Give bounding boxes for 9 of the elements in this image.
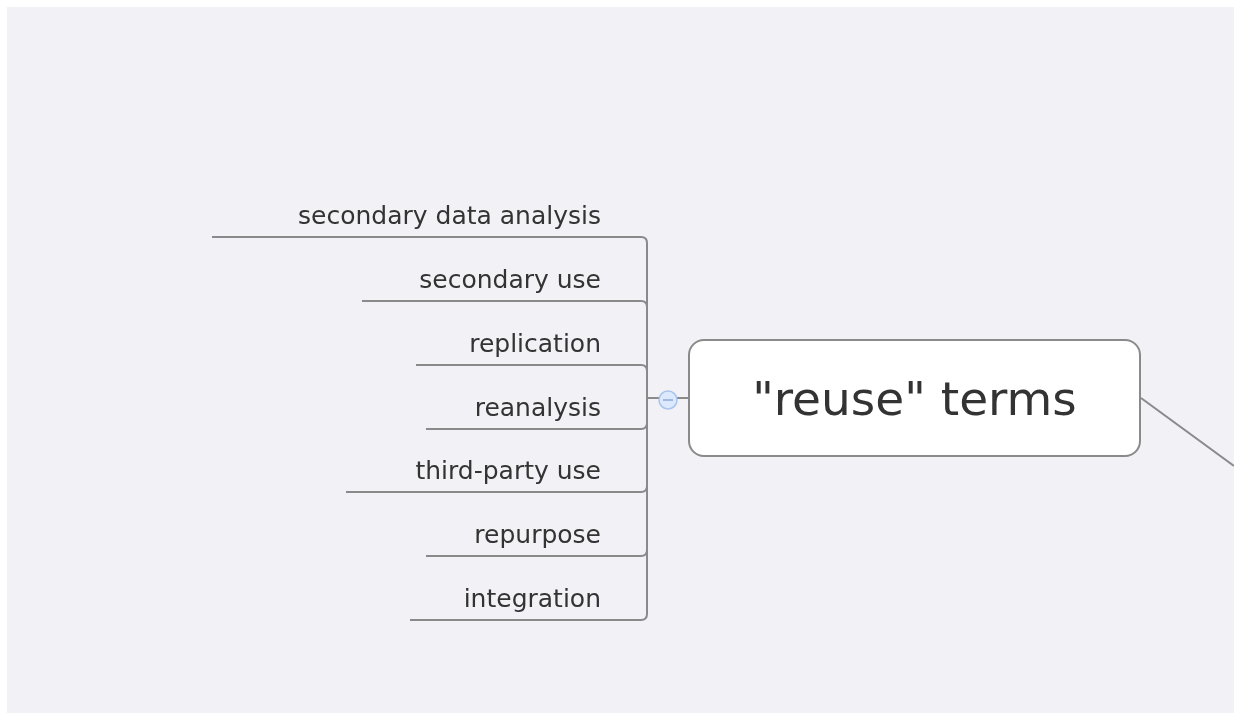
connector-line [1140, 397, 1234, 467]
subtopic: reanalysis [426, 375, 641, 430]
subtopic: secondary use [362, 247, 641, 302]
subtopic: integration [410, 566, 641, 621]
topic-box: "reuse" terms [688, 339, 1141, 457]
subtopic: secondary data analysis [212, 183, 641, 238]
subtopic: replication [416, 311, 641, 366]
subtopic: third-party use [346, 438, 641, 493]
subtopic: repurpose [426, 502, 641, 557]
